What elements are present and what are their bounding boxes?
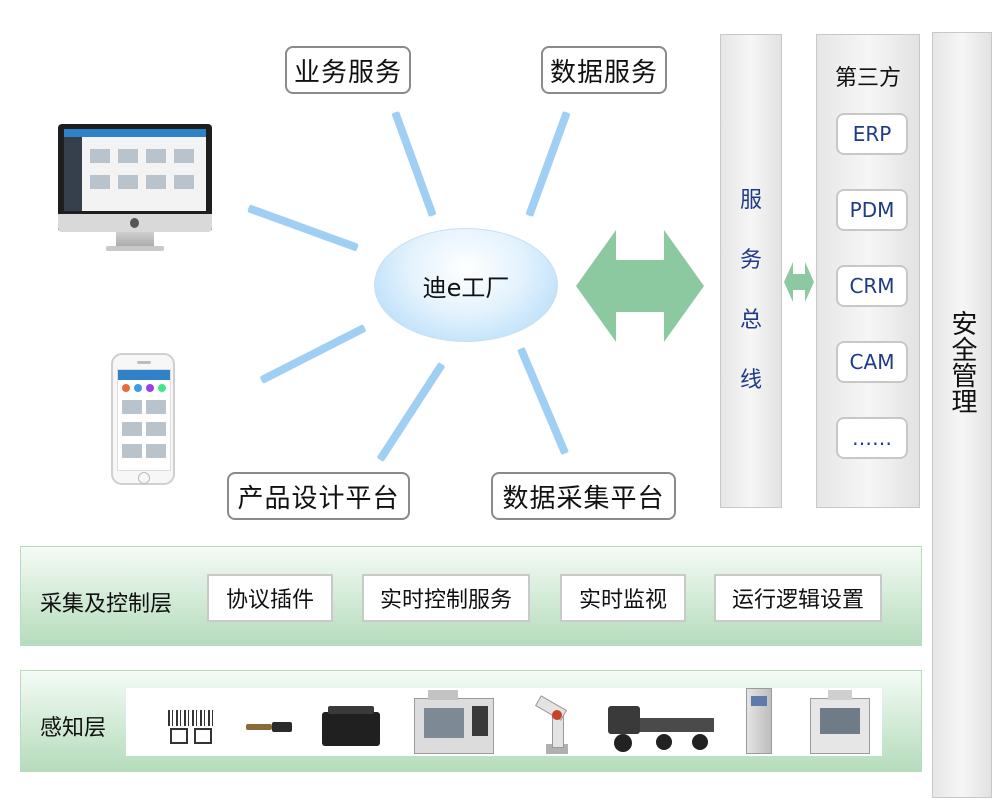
phone-thumb xyxy=(122,422,142,436)
phone-screen xyxy=(117,369,171,471)
monitor-screen-header xyxy=(64,129,206,137)
phone-app-icon xyxy=(134,384,142,392)
small-double-arrow xyxy=(784,262,814,302)
big-double-arrow xyxy=(576,230,704,342)
phone-thumb xyxy=(146,422,166,436)
phone-screen-header xyxy=(118,370,170,380)
ray-data-collection xyxy=(517,346,569,456)
phone-app-icon xyxy=(122,384,130,392)
inspection-top xyxy=(828,690,852,700)
phone-speaker xyxy=(137,361,151,364)
run-logic-settings-box: 运行逻辑设置 xyxy=(714,574,882,622)
business-service-box: 业务服务 xyxy=(285,46,411,94)
qr-code xyxy=(170,728,188,744)
test-instrument-icon xyxy=(746,688,772,754)
desktop-monitor-icon xyxy=(58,124,212,254)
cart-wheel xyxy=(614,734,632,752)
phone-home-button xyxy=(138,472,150,484)
inspection-machine-icon xyxy=(810,690,870,754)
proximity-sensor-icon xyxy=(246,722,292,732)
ray-mobile xyxy=(259,324,367,384)
phone-thumb xyxy=(122,400,142,414)
third-party-cam: CAM xyxy=(836,341,908,383)
big-double-arrow-shape xyxy=(576,230,704,342)
plc-controller-icon xyxy=(322,706,380,746)
perception-layer-title: 感知层 xyxy=(40,716,107,741)
product-design-platform-box: 产品设计平台 xyxy=(227,472,410,520)
service-bus-char-2: 务 xyxy=(739,248,762,273)
phone-app-icon xyxy=(146,384,154,392)
phone-thumb xyxy=(122,444,142,458)
service-bus-panel xyxy=(720,34,782,508)
mobile-phone-icon xyxy=(111,353,175,485)
phone-thumb xyxy=(146,444,166,458)
monitor-screen-thumb xyxy=(118,175,138,189)
cart-platform xyxy=(636,718,714,732)
monitor-screen-thumb xyxy=(90,175,110,189)
monitor-logo-icon xyxy=(130,218,139,228)
robot-base xyxy=(546,744,568,754)
ray-business xyxy=(391,110,437,218)
cnc-machine-icon xyxy=(414,690,494,754)
service-bus-char-1: 服 xyxy=(739,188,762,213)
data-service-box: 数据服务 xyxy=(541,46,667,94)
cnc-top xyxy=(428,690,458,700)
monitor-screen xyxy=(64,129,206,211)
data-collection-platform-box: 数据采集平台 xyxy=(491,472,676,520)
robot-joint xyxy=(552,710,562,720)
cart-wheel xyxy=(692,734,708,750)
sensor-body xyxy=(246,724,272,730)
phone-app-icon xyxy=(158,384,166,392)
ray-desktop xyxy=(247,204,359,252)
realtime-monitoring-box: 实时监视 xyxy=(560,574,686,622)
cnc-panel xyxy=(472,706,488,736)
agv-cart-icon xyxy=(606,696,716,754)
monitor-screen-thumb xyxy=(146,175,166,189)
monitor-screen-thumb xyxy=(174,149,194,163)
instrument-screen xyxy=(751,696,767,706)
security-panel xyxy=(932,32,992,798)
sensor-head xyxy=(272,722,292,732)
service-bus-char-3: 总 xyxy=(739,308,762,333)
robot-lower-arm xyxy=(552,716,564,748)
third-party-more: …… xyxy=(836,417,908,459)
cnc-window xyxy=(424,708,464,738)
barcode-bars xyxy=(168,710,216,726)
monitor-screen-thumb xyxy=(118,149,138,163)
cart-wheel xyxy=(656,734,672,750)
ray-data xyxy=(525,110,571,218)
cart-motor xyxy=(608,706,640,734)
small-double-arrow-shape xyxy=(784,262,814,302)
robot-arm-icon xyxy=(530,692,576,754)
security-label: 安全管理 xyxy=(947,310,977,414)
service-bus-char-4: 线 xyxy=(739,368,762,393)
barcode-scanner-icon xyxy=(168,710,216,744)
ray-product-design xyxy=(376,362,446,462)
inspection-window xyxy=(820,708,860,734)
third-party-pdm: PDM xyxy=(836,189,908,231)
monitor-screen-thumb xyxy=(174,175,194,189)
monitor-base xyxy=(106,246,164,251)
protocol-plugin-box: 协议插件 xyxy=(207,574,333,622)
qr-code xyxy=(194,728,212,744)
monitor-screen-thumb xyxy=(146,149,166,163)
control-layer-title: 采集及控制层 xyxy=(40,592,173,617)
realtime-control-service-box: 实时控制服务 xyxy=(362,574,530,622)
monitor-stand xyxy=(116,232,154,248)
plc-top xyxy=(328,706,374,714)
phone-thumb xyxy=(146,400,166,414)
third-party-crm: CRM xyxy=(836,265,908,307)
center-ellipse: 迪e工厂 xyxy=(374,228,558,342)
monitor-screen-thumb xyxy=(90,149,110,163)
robot-upper-arm xyxy=(535,695,567,721)
center-label: 迪e工厂 xyxy=(422,273,510,302)
plc-body xyxy=(322,712,380,746)
monitor-screen-sidebar xyxy=(64,137,82,211)
third-party-erp: ERP xyxy=(836,113,908,155)
device-strip xyxy=(126,688,882,756)
third-party-title: 第三方 xyxy=(834,66,901,91)
